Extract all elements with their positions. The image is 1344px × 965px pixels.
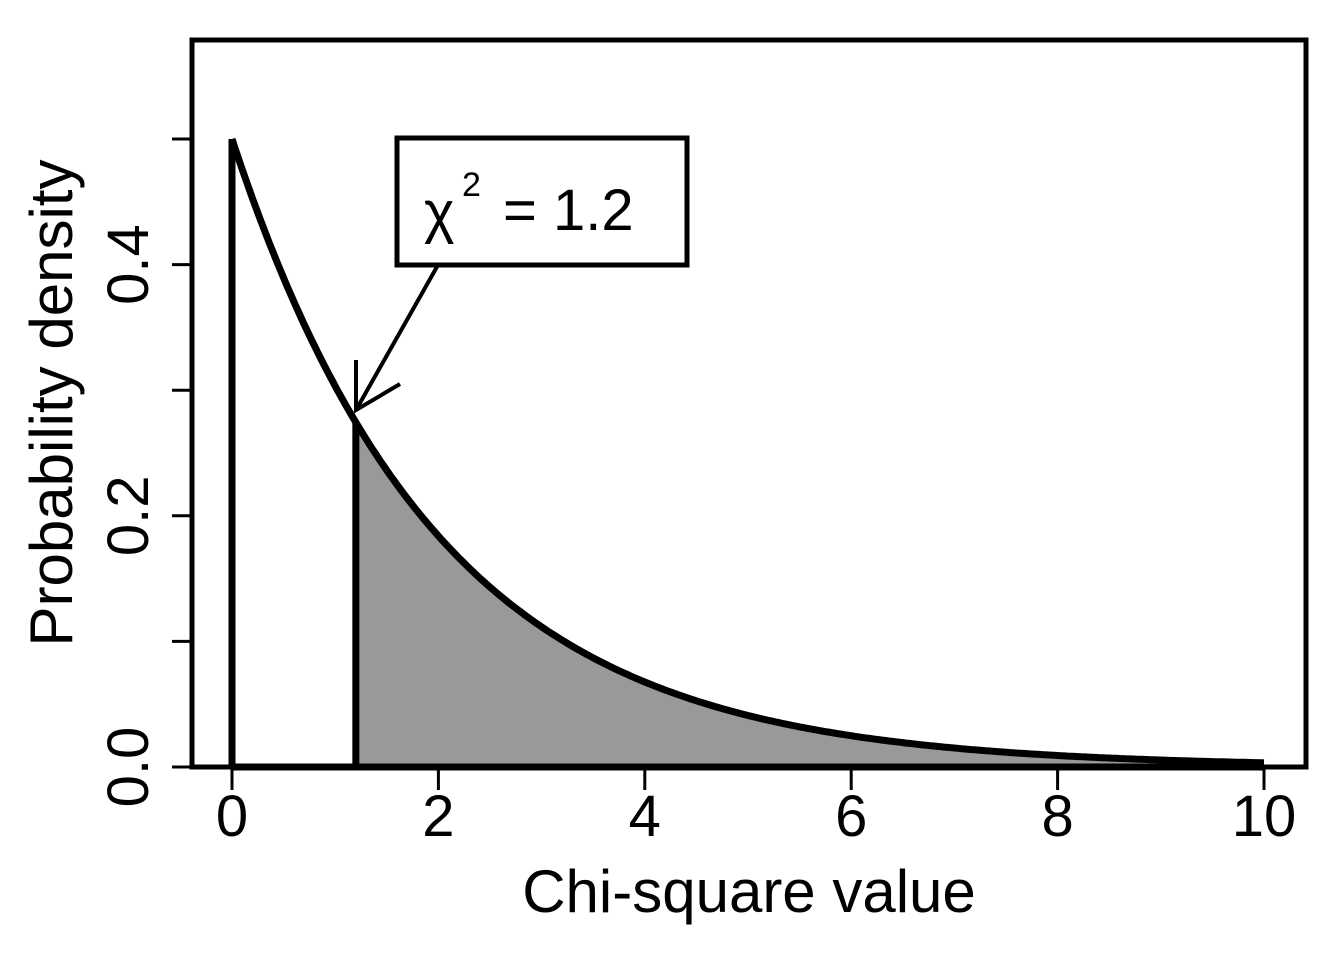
x-tick-label: 0 bbox=[216, 784, 248, 849]
y-tick-label: 0.4 bbox=[96, 224, 161, 305]
annotation-text: = 1.2 bbox=[503, 178, 634, 243]
x-axis-label: Chi-square value bbox=[522, 858, 976, 925]
annotation-arrow-shaft bbox=[354, 264, 440, 411]
x-tick-label: 6 bbox=[835, 784, 867, 849]
x-tick-label: 8 bbox=[1041, 784, 1073, 849]
y-tick-label: 0.2 bbox=[96, 475, 161, 556]
x-tick-label: 2 bbox=[422, 784, 454, 849]
annotation-arrow-head bbox=[354, 360, 402, 414]
shaded-tail-area bbox=[355, 422, 1264, 767]
y-axis-label: Probability density bbox=[18, 160, 85, 647]
x-tick-label: 4 bbox=[629, 784, 661, 849]
annotation-chi-symbol: χ bbox=[424, 180, 454, 245]
density-curve bbox=[228, 137, 1265, 767]
x-axis: 0 2 4 6 8 10 bbox=[216, 765, 1297, 849]
annotation-box bbox=[394, 135, 690, 268]
y-axis: 0.0 0.2 0.4 bbox=[96, 137, 194, 808]
annotation: χ 2 = 1.2 bbox=[354, 135, 690, 414]
x-tick-label: 10 bbox=[1232, 784, 1297, 849]
y-tick-label: 0.0 bbox=[96, 727, 161, 808]
annotation-superscript: 2 bbox=[462, 166, 481, 204]
